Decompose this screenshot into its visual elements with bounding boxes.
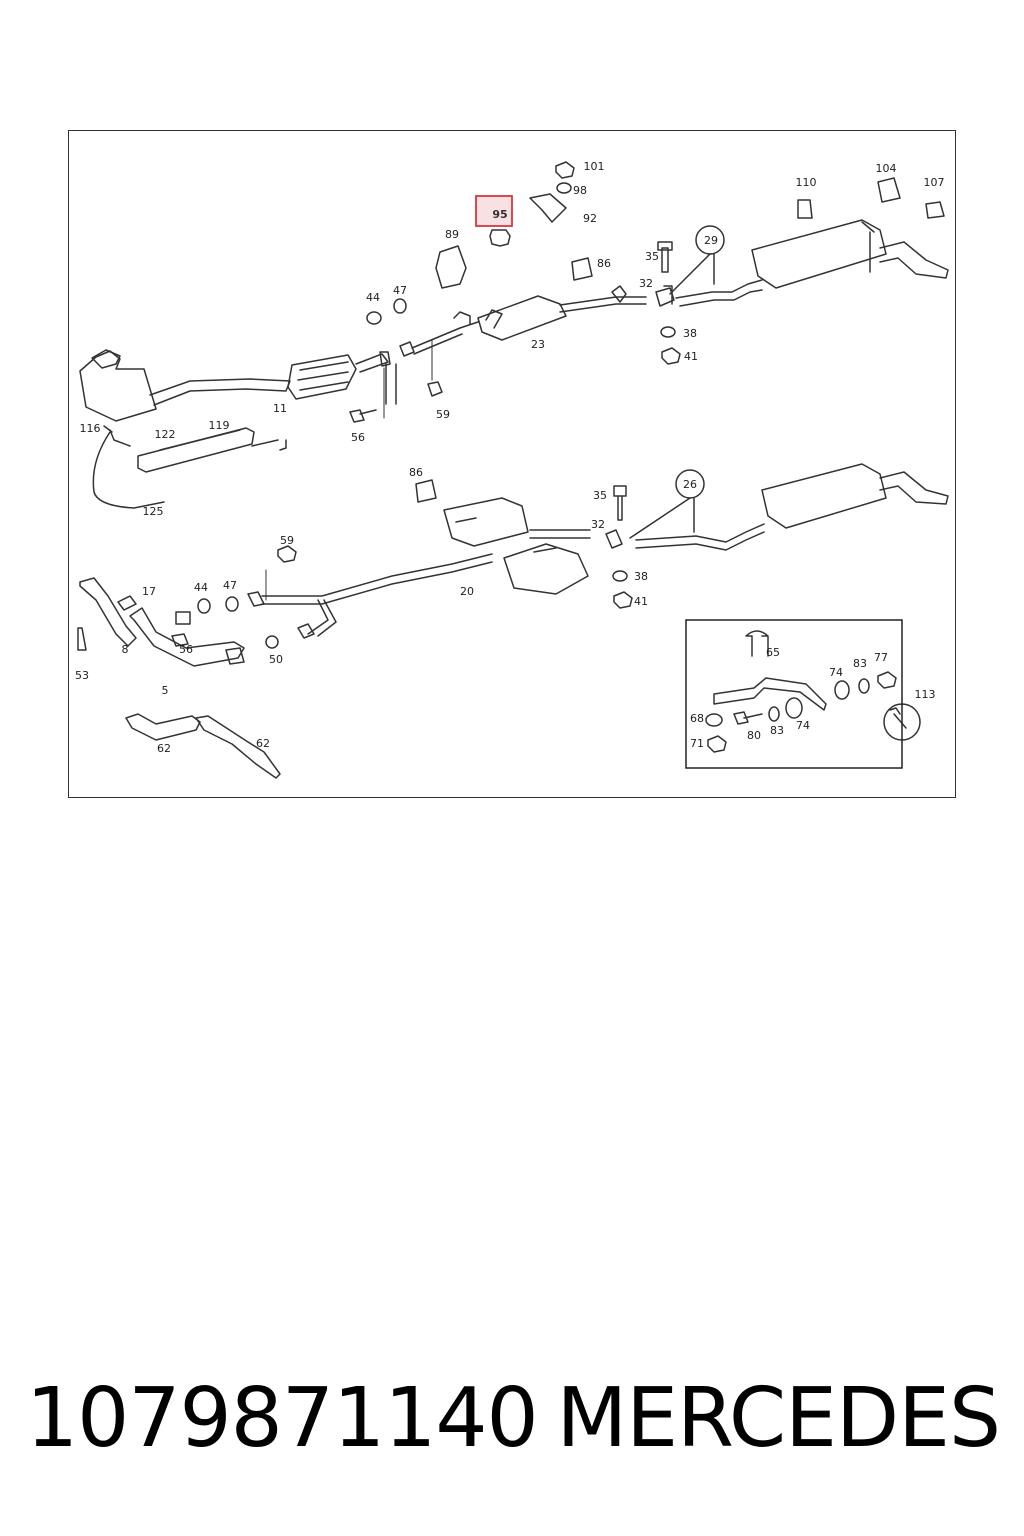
part-label-77: 77	[874, 651, 888, 664]
part-label-74: 74	[829, 666, 843, 679]
part-label-50: 50	[269, 653, 283, 666]
part-label-56: 56	[351, 431, 365, 444]
part-89-shape	[435, 245, 467, 289]
part-label-23: 23	[531, 338, 545, 351]
part-label-119: 119	[209, 419, 230, 432]
part-label-71: 71	[690, 737, 704, 750]
part-label-29: 29	[704, 234, 718, 247]
part-label-5: 5	[162, 684, 169, 697]
part-92-shape	[529, 193, 567, 223]
inset-box	[685, 619, 903, 769]
caption-bar: 1079871140 MERCEDES	[0, 1368, 1024, 1468]
part-label-41: 41	[634, 595, 648, 608]
part-label-89: 89	[445, 228, 459, 241]
part-110-shape	[797, 199, 813, 219]
diagram-frame	[68, 130, 956, 798]
part-label-17: 17	[142, 585, 156, 598]
part-label-44: 44	[194, 581, 208, 594]
part-label-53: 53	[75, 669, 89, 682]
part-label-80: 80	[747, 729, 761, 742]
part-label-38: 38	[683, 327, 697, 340]
part-label-11: 11	[273, 402, 287, 415]
brand-name: MERCEDES	[556, 1370, 1001, 1466]
part-label-86: 86	[597, 257, 611, 270]
rear-muffler-lower-shape	[761, 463, 887, 529]
manifold-shape	[79, 350, 157, 422]
part-label-26: 26	[683, 478, 697, 491]
exhaust-system-diagram: 101 98 92 95 89 86 110 104 107 35 29 32 38 41 44 47 23 11…	[75, 160, 949, 779]
highlight-box-95	[475, 195, 513, 227]
part-label-65: 65	[766, 646, 780, 659]
part-label-92: 92	[583, 212, 597, 225]
part-label-125: 125	[143, 505, 164, 518]
part-label-8: 8	[122, 643, 129, 656]
part-label-95: 95	[492, 208, 507, 221]
front-muffler-shape	[477, 295, 567, 341]
catalytic-converter-shape	[287, 354, 357, 400]
part-label-113: 113	[915, 688, 936, 701]
part-label-32: 32	[591, 518, 605, 531]
part-label-56: 56	[179, 643, 193, 656]
middle-muffler-right-shape	[503, 543, 589, 595]
part-label-62: 62	[157, 742, 171, 755]
part-label-47: 47	[223, 579, 237, 592]
part-label-122: 122	[155, 428, 176, 441]
part-label-47: 47	[393, 284, 407, 297]
part-label-107: 107	[924, 176, 945, 189]
part-label-62: 62	[256, 737, 270, 750]
part-label-44: 44	[366, 291, 380, 304]
middle-muffler-left-shape	[443, 497, 529, 547]
part-label-35: 35	[645, 250, 659, 263]
part-label-20: 20	[460, 585, 474, 598]
part-label-104: 104	[876, 162, 897, 175]
part-label-74: 74	[796, 719, 810, 732]
part-86-shape	[571, 257, 593, 281]
part-label-101: 101	[584, 160, 605, 173]
part-95-shape	[489, 229, 511, 247]
part-label-68: 68	[690, 712, 704, 725]
part-label-59: 59	[280, 534, 294, 547]
part-label-35: 35	[593, 489, 607, 502]
part-number: 1079871140	[26, 1370, 539, 1466]
part-label-86: 86	[409, 466, 423, 479]
part-label-38: 38	[634, 570, 648, 583]
part-label-41: 41	[684, 350, 698, 363]
rear-muffler-shape	[751, 219, 887, 289]
part-101-shape	[555, 161, 575, 179]
part-label-83: 83	[770, 724, 784, 737]
part-label-98: 98	[573, 184, 587, 197]
part-label-116: 116	[80, 422, 101, 435]
part-label-110: 110	[796, 176, 817, 189]
part-label-83: 83	[853, 657, 867, 670]
part-label-59: 59	[436, 408, 450, 421]
part-label-32: 32	[639, 277, 653, 290]
